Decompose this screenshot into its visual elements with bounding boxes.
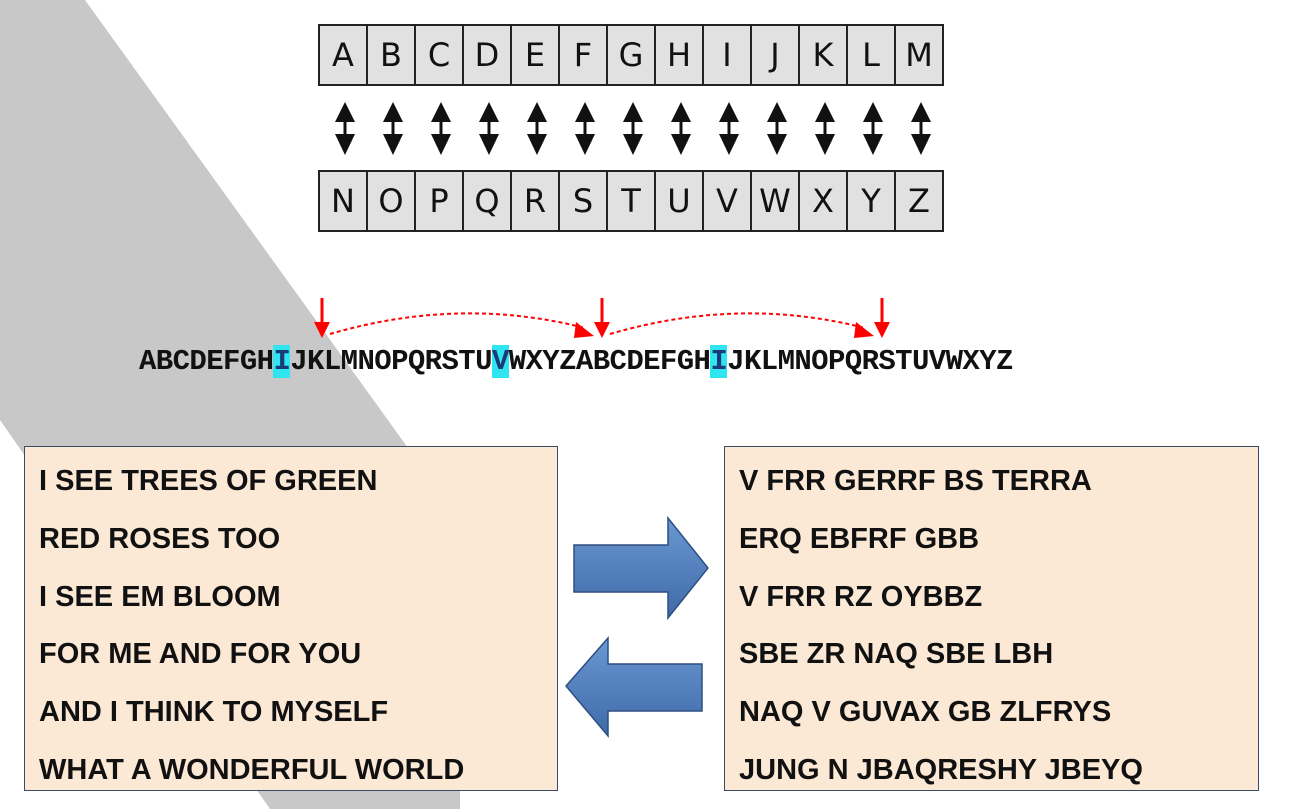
alphabet-strip: ABCDEFGHIJKLMNOPQRSTUVWXYZABCDEFGHIJKLMN… [139,345,1013,378]
ciphertext-line: V FRR RZ OYBBZ [739,580,983,613]
highlighted-letter: V [491,345,509,378]
double-headed-arrow-icon [623,102,643,155]
double-headed-arrow-icon [815,102,835,155]
top-cell-m: M [894,24,944,86]
ciphertext-line: NAQ V GUVAX GB ZLFRYS [739,696,1112,729]
alphabet-segment: WXYZABCDEFGH [508,345,711,378]
double-headed-arrow-icon [335,102,355,155]
plaintext-line: AND I THINK TO MYSELF [39,696,389,729]
plaintext-line: FOR ME AND FOR YOU [39,638,362,671]
red-down-arrow-icon [594,298,610,338]
bottom-cell-y: Y [846,170,896,232]
red-down-arrow-icon [314,298,330,338]
double-headed-arrow-icon [911,102,931,155]
bottom-cell-u: U [654,170,704,232]
highlighted-letter: I [710,345,728,378]
double-headed-arrow-icon [479,102,499,155]
bottom-cell-x: X [798,170,848,232]
plaintext-line: WHAT A WONDERFUL WORLD [39,753,465,786]
double-headed-arrow-icon [383,102,403,155]
top-cell-d: D [462,24,512,86]
shift-curve-1-head [574,322,594,338]
double-headed-arrow-icon [527,102,547,155]
ciphertext-box: V FRR GERRF BS TERRA ERQ EBFRF GBB V FRR… [724,446,1259,791]
top-cell-b: B [366,24,416,86]
right-block-arrow-icon [573,515,709,621]
bottom-cell-z: Z [894,170,944,232]
plaintext-line: I SEE EM BLOOM [39,580,281,613]
bottom-cell-t: T [606,170,656,232]
bottom-cell-r: R [510,170,560,232]
bottom-cell-o: O [366,170,416,232]
top-cell-e: E [510,24,560,86]
bottom-cell-n: N [318,170,368,232]
top-cell-k: K [798,24,848,86]
double-headed-arrow-icon [719,102,739,155]
plaintext-line: RED ROSES TOO [39,522,281,555]
ciphertext-line: JUNG N JBAQRESHY JBEYQ [739,753,1143,786]
left-block-arrow-icon [565,636,703,739]
bottom-cell-s: S [558,170,608,232]
shift-curve-1 [329,312,586,335]
double-headed-arrow-icon [863,102,883,155]
top-cell-f: F [558,24,608,86]
alphabet-segment: JKLMNOPQRSTUVWXYZ [727,345,1013,378]
highlighted-letter: I [273,345,291,378]
plaintext-box: I SEE TREES OF GREEN RED ROSES TOO I SEE… [24,446,558,791]
bottom-cell-w: W [750,170,800,232]
double-headed-arrow-icon [671,102,691,155]
top-cell-h: H [654,24,704,86]
ciphertext-line: V FRR GERRF BS TERRA [739,465,1092,497]
bottom-cell-v: V [702,170,752,232]
red-down-arrow-icon [874,298,890,338]
top-cell-l: L [846,24,896,86]
shift-curve-2 [609,312,866,335]
double-headed-arrow-icon [575,102,595,155]
double-headed-arrow-icon [431,102,451,155]
ciphertext-line: SBE ZR NAQ SBE LBH [739,638,1054,671]
top-cell-g: G [606,24,656,86]
alphabet-segment: JKLMNOPQRSTU [290,345,492,378]
double-headed-arrow-icon [767,102,787,155]
plaintext-line: I SEE TREES OF GREEN [39,465,378,497]
alphabet-segment: ABCDEFGH [139,345,274,378]
ciphertext-line: ERQ EBFRF GBB [739,522,980,555]
shift-curve-2-head [854,322,874,338]
